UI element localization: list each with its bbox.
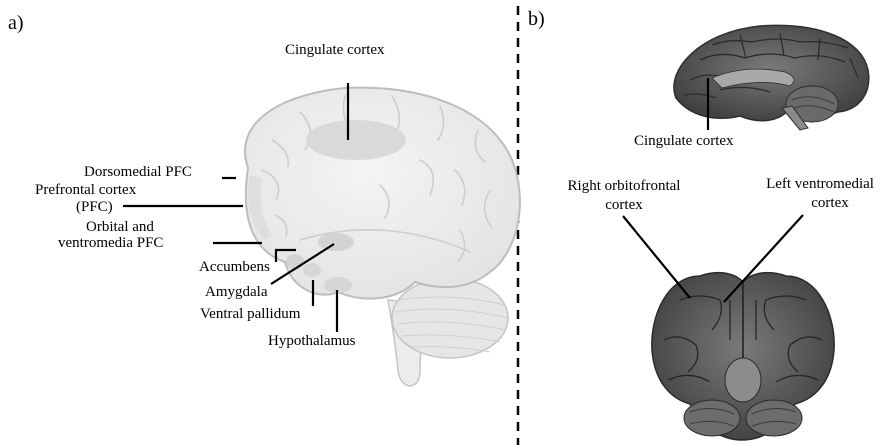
label-right-orbitofrontal: Right orbitofrontal (540, 178, 708, 195)
label-left-ventromedial: Left ventromedial (752, 176, 888, 193)
label-ventral-pallidum: Ventral pallidum (200, 306, 300, 323)
panel-b-letter: b) (528, 8, 545, 30)
label-ventromedia-pfc: ventromedia PFC (58, 235, 163, 252)
cerebellum (392, 278, 508, 358)
label-hypothalamus: Hypothalamus (268, 333, 356, 350)
panel-b-ventral-photo (652, 273, 834, 440)
pallidum-region (303, 263, 321, 277)
label-cingulate-cortex: Cingulate cortex (285, 42, 385, 59)
label-prefrontal-cortex: Prefrontal cortex (35, 182, 136, 199)
label-b-cingulate-cortex: Cingulate cortex (634, 133, 734, 150)
panel-a-letter: a) (8, 12, 24, 34)
label-right-orbitofrontal-cortex: cortex (540, 197, 708, 214)
label-left-ventromedial-cortex: cortex (772, 195, 888, 212)
label-dorsomedial-pfc: Dorsomedial PFC (84, 164, 192, 181)
leader-b-right-ofc (623, 216, 690, 298)
label-orbital-and: Orbital and (86, 219, 154, 236)
cingulate-region (306, 120, 406, 160)
amygdala-region (318, 233, 354, 251)
label-pfc-abbrev: (PFC) (76, 199, 113, 216)
label-amygdala: Amygdala (205, 284, 267, 301)
panel-b-sagittal-photo (674, 25, 869, 130)
cerebrum (245, 88, 520, 299)
label-accumbens: Accumbens (199, 259, 270, 276)
